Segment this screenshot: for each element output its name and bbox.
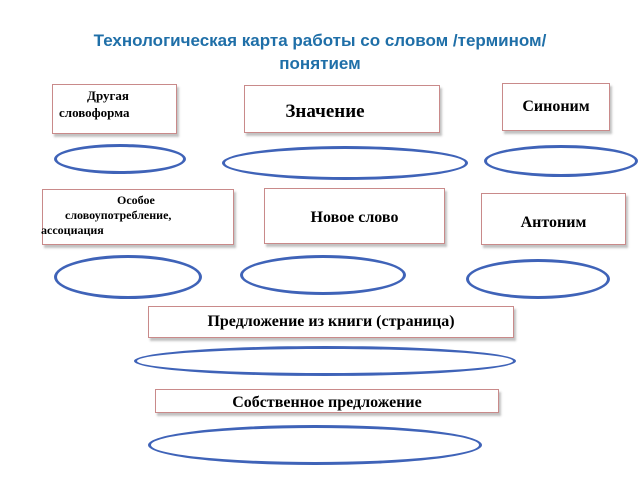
box-osoboe-slovoupotreblenie: Особое словоупотребление, ассоциация — [41, 189, 234, 245]
oval-predlozhenie-iz-knigi[interactable] — [134, 346, 516, 376]
oval-osoboe-slovoupotreblenie[interactable] — [54, 255, 202, 299]
box-predlozhenie-iz-knigi-label: Предложение из книги (страница) — [207, 313, 455, 330]
oval-znachenie[interactable] — [222, 146, 468, 180]
box-novoe-slovo-label: Новое слово — [310, 209, 399, 226]
box-drugaya-line-2: словоформа — [59, 105, 130, 120]
box-sinonim: Синоним — [502, 83, 610, 131]
title-line-2: понятием — [279, 54, 361, 73]
box-sobstvennoe-predlozhenie-label: Собственное предложение — [232, 394, 422, 411]
box-antonim: Антоним — [481, 193, 626, 245]
box-sinonim-label: Синоним — [522, 98, 590, 115]
box-osoboe-line-2: словоупотребление, — [65, 208, 172, 222]
box-drugaya-line-1: Другая — [87, 88, 129, 103]
oval-sinonim[interactable] — [484, 145, 638, 177]
box-novoe-slovo: Новое слово — [264, 188, 445, 244]
box-antonim-label: Антоним — [520, 214, 587, 231]
oval-drugaya-slovoforma[interactable] — [54, 144, 186, 174]
box-znachenie: Значение — [244, 85, 440, 133]
diagram-title: Технологическая карта работы со словом /… — [40, 29, 600, 75]
oval-antonim[interactable] — [466, 259, 610, 299]
oval-novoe-slovo[interactable] — [240, 255, 406, 295]
box-osoboe-line-1: Особое — [117, 193, 155, 207]
box-predlozhenie-iz-knigi: Предложение из книги (страница) — [148, 306, 514, 338]
oval-sobstvennoe-predlozhenie[interactable] — [148, 425, 482, 465]
box-sobstvennoe-predlozhenie: Собственное предложение — [155, 389, 499, 413]
title-line-1: Технологическая карта работы со словом /… — [93, 31, 547, 50]
box-znachenie-label: Значение — [285, 101, 365, 122]
box-osoboe-line-3: ассоциация — [41, 223, 104, 237]
box-drugaya-slovoforma: Другая словоформа — [52, 84, 177, 134]
